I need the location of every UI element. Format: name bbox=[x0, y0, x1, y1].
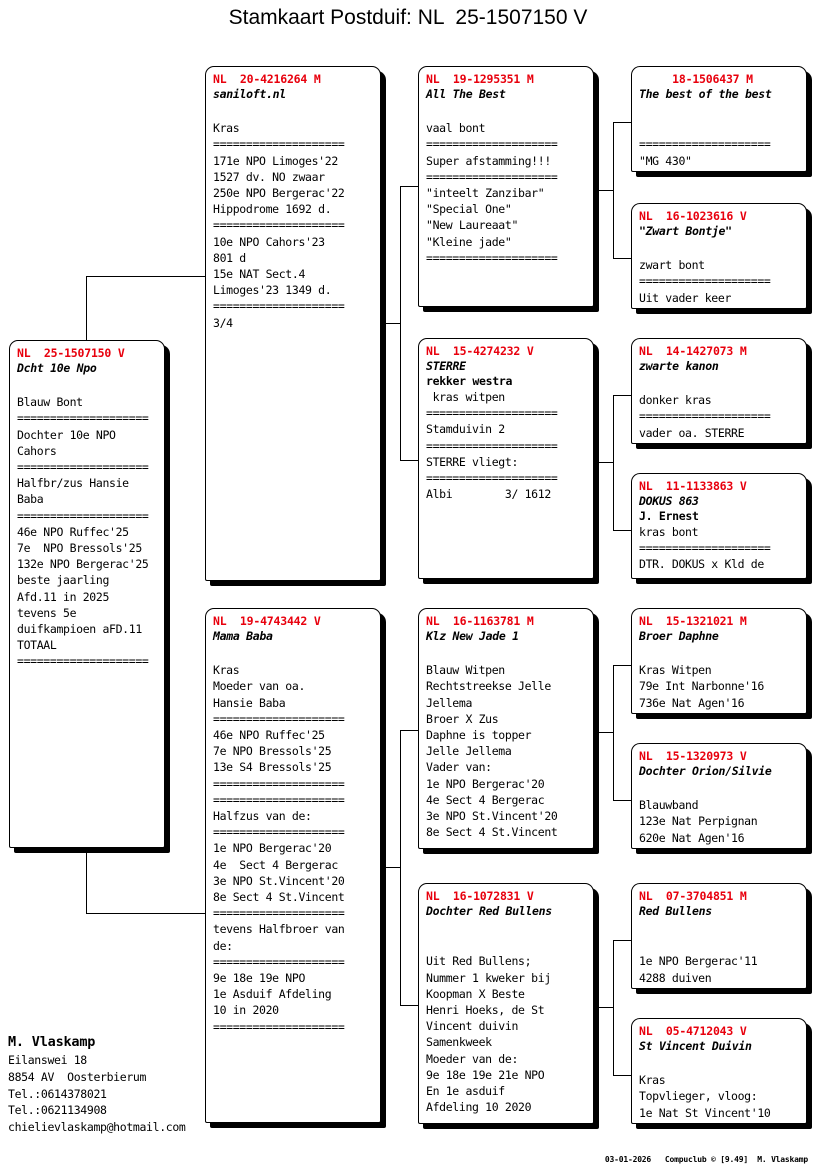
connector-gen4-b-female bbox=[613, 530, 631, 531]
connector-gen3-a-male bbox=[400, 186, 418, 187]
pigeon-details: Kras ==================== 171e NPO Limog… bbox=[213, 121, 345, 330]
pigeon-nickname: Broer Daphne bbox=[639, 629, 719, 643]
ring-number: NL 05-4712043 V bbox=[639, 1024, 747, 1038]
pigeon-details: donker kras ==================== vader o… bbox=[639, 393, 771, 440]
pigeon-details: kras bont ==================== DTR. DOKU… bbox=[639, 525, 771, 572]
owner-address: Eilanswei 18 8854 AV Oosterbierum Tel.:0… bbox=[8, 1053, 186, 1135]
ring-number: NL 16-1023616 V bbox=[639, 209, 747, 223]
pigeon-details: Uit Red Bullens; Nummer 1 kweker bij Koo… bbox=[426, 954, 551, 1115]
ring-number: NL 16-1163781 M bbox=[426, 614, 534, 628]
connector-gen3-b-out bbox=[599, 462, 613, 463]
pigeon-details: kras witpen ==================== Stamdui… bbox=[426, 390, 558, 502]
pigeon-card-subject[interactable]: NL 25-1507150 V Dcht 10e Npo Blauw Bont … bbox=[9, 340, 165, 848]
pigeon-nickname: saniloft.nl bbox=[213, 87, 286, 101]
pigeon-details: Kras Topvlieger, vloog: 1e Nat St Vincen… bbox=[639, 1073, 771, 1120]
connector-gen4-d-female bbox=[613, 1075, 631, 1076]
connector-gen3-b-male bbox=[400, 730, 418, 731]
pigeon-card-gen4-6[interactable]: NL 15-1320973 V Dochter Orion/Silvie Bla… bbox=[631, 743, 807, 849]
pigeon-nickname: Dochter Red Bullens bbox=[426, 904, 552, 918]
pigeon-card-gen4-7[interactable]: NL 07-3704851 M Red Bullens 1e NPO Berge… bbox=[631, 883, 807, 989]
connector-gen4-d-spine bbox=[613, 940, 614, 1075]
pigeon-card-gen3-3[interactable]: NL 16-1163781 M Klz New Jade 1 Blauw Wit… bbox=[418, 608, 594, 849]
pigeon-breeder: J. Ernest bbox=[639, 509, 699, 523]
pigeon-details: Kras Moeder van oa. Hansie Baba ========… bbox=[213, 663, 345, 1034]
pigeon-details: Blauwband 123e Nat Perpignan 620e Nat Ag… bbox=[639, 798, 758, 845]
pigeon-nickname: zwarte kanon bbox=[639, 359, 719, 373]
connector-gen3-a-out bbox=[599, 190, 613, 191]
pigeon-nickname: STERRE bbox=[426, 359, 466, 373]
connector-gen2-female bbox=[86, 913, 206, 914]
pigeon-card-mother[interactable]: NL 19-4743442 V Mama Baba Kras Moeder va… bbox=[205, 608, 381, 1123]
pigeon-card-father[interactable]: NL 20-4216264 M saniloft.nl Kras =======… bbox=[205, 66, 381, 581]
pigeon-card-gen4-3[interactable]: NL 14-1427073 M zwarte kanon donker kras… bbox=[631, 338, 807, 444]
ring-number: 18-1506437 M bbox=[672, 72, 753, 86]
pigeon-card-gen3-2[interactable]: NL 15-4274232 V STERRE rekker westra kra… bbox=[418, 338, 594, 579]
footer-credit: 03-01-2026 Compuclub © [9.49] M. Vlaskam… bbox=[604, 1155, 808, 1164]
connector-gen3-b-spine bbox=[400, 730, 401, 1005]
connector-gen4-d-male bbox=[613, 940, 631, 941]
ring-number: NL 19-1295351 M bbox=[426, 72, 534, 86]
pigeon-nickname: St Vincent Duivin bbox=[639, 1039, 752, 1053]
connector-gen2-male bbox=[86, 276, 206, 277]
ring-number: NL 20-4216264 M bbox=[213, 72, 321, 86]
connector-gen4-c-male bbox=[613, 665, 631, 666]
pigeon-details: Blauw Witpen Rechtstreekse Jelle Jellema… bbox=[426, 663, 558, 840]
pigeon-card-gen4-2[interactable]: NL 16-1023616 V "Zwart Bontje" zwart bon… bbox=[631, 203, 807, 309]
ring-number: NL 25-1507150 V bbox=[17, 346, 125, 360]
connector-gen3-d-out bbox=[599, 1007, 613, 1008]
pigeon-details: Blauw Bont ==================== Dochter … bbox=[17, 395, 149, 669]
connector-gen3-b-female bbox=[400, 1005, 418, 1006]
connector-gen4-c-spine bbox=[613, 665, 614, 800]
pigeon-nickname: Dcht 10e Npo bbox=[17, 361, 97, 375]
pigeon-details: ==================== "MG 430" bbox=[639, 137, 771, 168]
pigeon-details: vaal bont ==================== Super afs… bbox=[426, 121, 558, 265]
ring-number: NL 19-4743442 V bbox=[213, 614, 321, 628]
pigeon-details: zwart bont ==================== Uit vade… bbox=[639, 258, 771, 305]
pigeon-nickname: Mama Baba bbox=[213, 629, 273, 643]
pigeon-card-gen3-1[interactable]: NL 19-1295351 M All The Best vaal bont =… bbox=[418, 66, 594, 307]
ring-number: NL 07-3704851 M bbox=[639, 889, 747, 903]
connector-gen2-female-out bbox=[386, 867, 400, 868]
ring-number: NL 15-4274232 V bbox=[426, 344, 534, 358]
ring-number: NL 15-1321021 M bbox=[639, 614, 747, 628]
pigeon-nickname: Klz New Jade 1 bbox=[426, 629, 519, 643]
connector-gen2-male-out bbox=[386, 323, 400, 324]
pigeon-details: Kras Witpen 79e Int Narbonne'16 736e Nat… bbox=[639, 663, 764, 710]
pigeon-nickname: Red Bullens bbox=[639, 904, 712, 918]
ring-number: NL 16-1072831 V bbox=[426, 889, 534, 903]
pigeon-card-gen4-8[interactable]: NL 05-4712043 V St Vincent Duivin Kras T… bbox=[631, 1018, 807, 1124]
pigeon-nickname: DOKUS 863 bbox=[639, 494, 699, 508]
connector-gen3-c-out bbox=[599, 732, 613, 733]
pigeon-card-gen4-4[interactable]: NL 11-1133863 V DOKUS 863 J. Ernest kras… bbox=[631, 473, 807, 579]
connector-gen4-c-female bbox=[613, 800, 631, 801]
ring-number: NL 15-1320973 V bbox=[639, 749, 747, 763]
owner-name: M. Vlaskamp bbox=[8, 1034, 96, 1050]
connector-gen4-b-male bbox=[613, 395, 631, 396]
pigeon-nickname: The best of the best bbox=[639, 87, 772, 101]
ring-number: NL 11-1133863 V bbox=[639, 479, 747, 493]
connector-gen3-a-female bbox=[400, 460, 418, 461]
pigeon-nickname: All The Best bbox=[426, 87, 506, 101]
connector-gen4-a-female bbox=[613, 258, 631, 259]
pigeon-details: 1e NPO Bergerac'11 4288 duiven bbox=[639, 954, 758, 985]
connector-gen4-a-male bbox=[613, 122, 631, 123]
pigeon-card-gen4-1[interactable]: 18-1506437 M The best of the best ======… bbox=[631, 66, 807, 172]
ring-number: NL 14-1427073 M bbox=[639, 344, 747, 358]
pigeon-card-gen4-5[interactable]: NL 15-1321021 M Broer Daphne Kras Witpen… bbox=[631, 608, 807, 714]
pigeon-card-gen3-4[interactable]: NL 16-1072831 V Dochter Red Bullens Uit … bbox=[418, 883, 594, 1124]
page-title: Stamkaart Postduif: NL 25-1507150 V bbox=[228, 6, 588, 29]
owner-info: M. Vlaskamp Eilanswei 18 8854 AV Oosterb… bbox=[8, 1032, 238, 1136]
connector-gen4-a-spine bbox=[613, 122, 614, 258]
pigeon-nickname: Dochter Orion/Silvie bbox=[639, 764, 772, 778]
pigeon-breeder: rekker westra bbox=[426, 374, 513, 388]
connector-gen4-b-spine bbox=[613, 395, 614, 530]
connector-gen3-a-spine bbox=[400, 186, 401, 460]
pigeon-nickname: "Zwart Bontje" bbox=[639, 224, 732, 238]
